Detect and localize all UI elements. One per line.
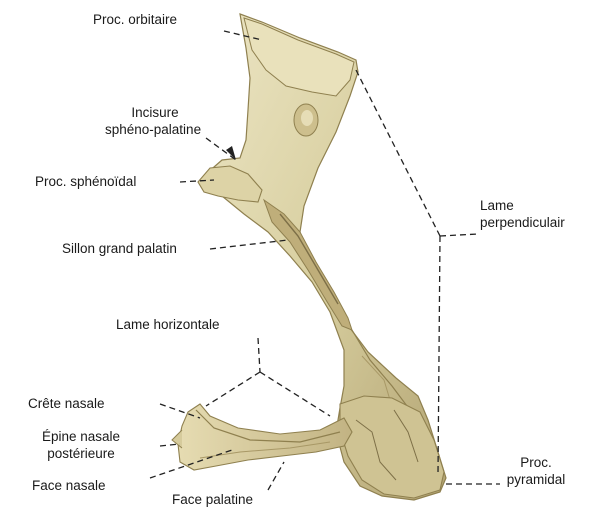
leader-proc-sphenoidal bbox=[180, 180, 214, 182]
label-lame-horizontale: Lame horizontale bbox=[116, 316, 220, 333]
label-face-palatine: Face palatine bbox=[172, 491, 253, 508]
label-proc-pyramidal-line1: Proc. bbox=[500, 454, 572, 471]
label-incisure-line2: sphéno-palatine bbox=[105, 121, 201, 138]
leader-face-nasale bbox=[150, 450, 232, 478]
label-proc-sphenoidal: Proc. sphénoïdal bbox=[35, 173, 136, 190]
leader-lame-perp-mid bbox=[440, 234, 478, 236]
leader-lame-perp-top bbox=[356, 70, 440, 236]
label-incisure-line1: Incisure bbox=[118, 104, 192, 121]
arrow-incisure bbox=[226, 146, 236, 160]
label-lame-perp-line1: Lame bbox=[480, 197, 514, 214]
label-epine-line2: postérieure bbox=[6, 445, 156, 462]
leader-lame-perp-bottom bbox=[438, 236, 440, 474]
label-crete-nasale: Crête nasale bbox=[28, 395, 105, 412]
leader-lame-horiz-vert bbox=[258, 338, 260, 372]
label-proc-pyramidal-line2: pyramidal bbox=[500, 471, 572, 488]
leader-crete-nasale bbox=[160, 404, 200, 418]
label-lame-perp-line2: perpendiculair bbox=[480, 214, 565, 231]
leader-epine-nasale bbox=[160, 444, 180, 446]
leader-proc-orbitaire bbox=[224, 31, 262, 40]
leader-sillon bbox=[210, 240, 288, 249]
label-face-nasale: Face nasale bbox=[32, 477, 106, 494]
leader-face-palatine bbox=[268, 462, 284, 490]
leader-lame-horiz-right bbox=[260, 372, 330, 416]
label-proc-orbitaire: Proc. orbitaire bbox=[93, 11, 177, 28]
label-epine-line1: Épine nasale bbox=[6, 428, 156, 445]
leader-lame-horiz-left bbox=[206, 372, 260, 406]
label-sillon: Sillon grand palatin bbox=[62, 240, 177, 257]
